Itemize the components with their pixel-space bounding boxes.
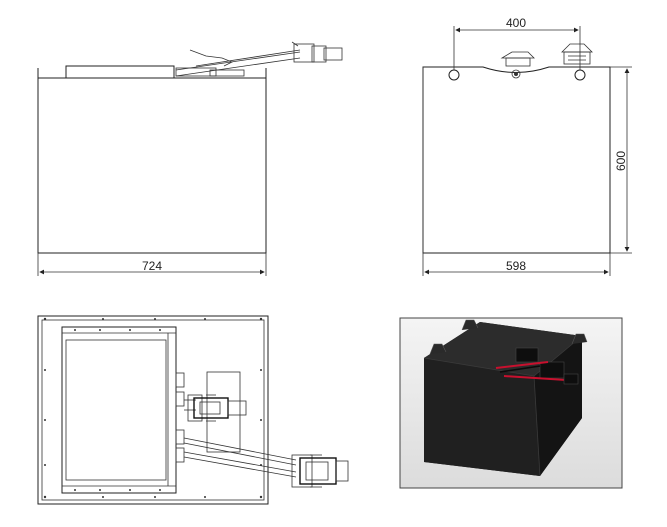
side-body-outline [37,77,267,254]
side-lid [65,65,175,79]
side-view: 724 [37,41,343,276]
front-terminal-right [561,43,593,65]
top-cables [183,437,297,478]
front-body-outline [422,66,611,254]
top-connector-upper [187,394,247,422]
side-cable-connector [175,41,343,77]
top-frame-outer [37,315,269,505]
front-width-label: 598 [506,259,526,273]
top-tray [61,326,177,494]
top-view [37,315,349,505]
front-height-label: 600 [614,151,628,171]
front-lift-hole-right [574,69,586,81]
front-lift-hole-left [448,69,460,81]
side-width-label: 724 [142,259,162,273]
top-terminal-block [175,371,241,463]
terminal-spacing-label: 400 [506,16,526,30]
top-frame-bolts [43,317,263,499]
top-connector-lower [291,454,349,488]
render-3d [399,317,623,489]
render-cables [495,347,579,385]
front-terminal-center [500,51,535,79]
front-view: 400 600 598 [422,16,632,276]
